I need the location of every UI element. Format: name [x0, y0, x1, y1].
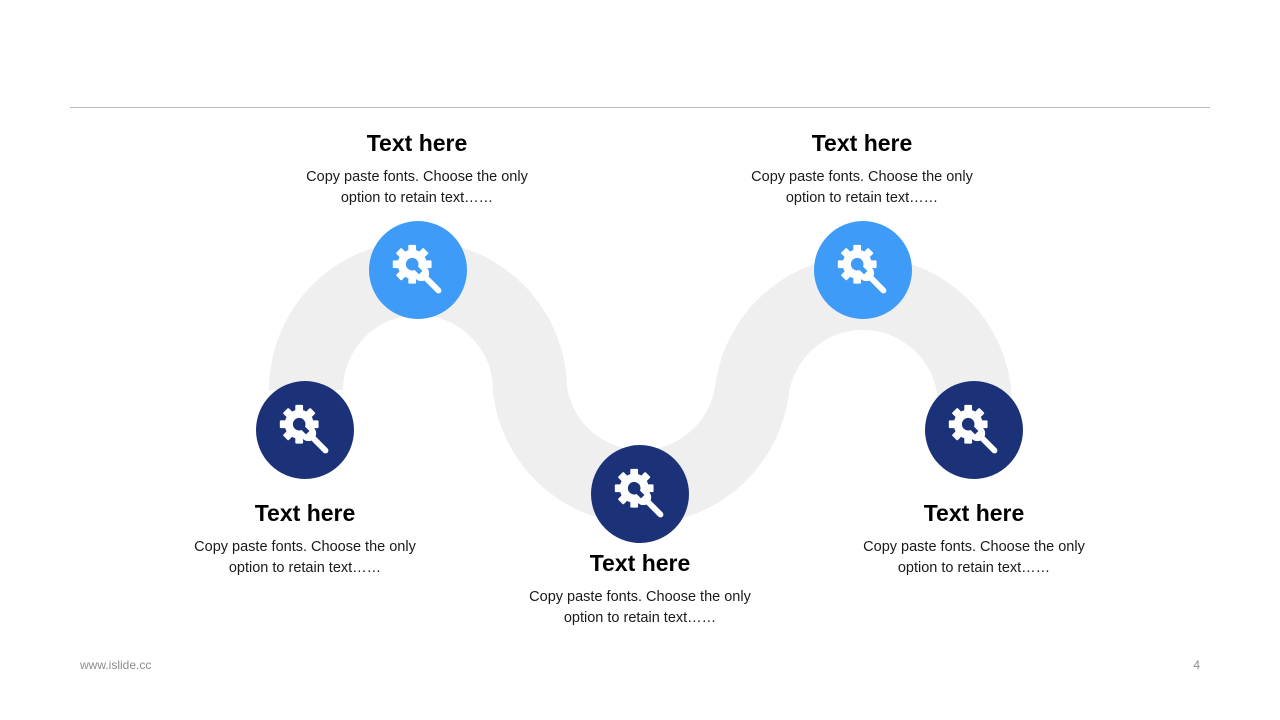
step-2-title: Text here [366, 130, 468, 156]
gear-wrench-icon [279, 404, 331, 456]
step-5-desc-line2: option to retain text…… [897, 560, 1051, 576]
step-1-description: Copy paste fonts. Choose the only option… [175, 537, 435, 579]
step-3-text: Text here Copy paste fonts. Choose the o… [510, 549, 770, 629]
gear-wrench-icon [392, 244, 444, 296]
step-1-title: Text here [254, 500, 356, 526]
step-2-description: Copy paste fonts. Choose the only option… [287, 167, 547, 209]
step-3-description: Copy paste fonts. Choose the only option… [510, 587, 770, 629]
step-3-node[interactable] [591, 445, 689, 543]
page-number: 4 [1193, 658, 1200, 672]
top-divider [70, 107, 1210, 108]
step-4-text: Text here Copy paste fonts. Choose the o… [732, 129, 992, 209]
step-4-title: Text here [811, 130, 913, 156]
step-1-desc-line2: option to retain text…… [228, 560, 382, 576]
step-2-desc-line1: Copy paste fonts. Choose the only [306, 169, 528, 185]
step-3-desc-line2: option to retain text…… [563, 610, 717, 626]
step-1-desc-line1: Copy paste fonts. Choose the only [194, 539, 416, 555]
step-2-desc-line2: option to retain text…… [340, 190, 494, 206]
step-5-text: Text here Copy paste fonts. Choose the o… [844, 499, 1104, 579]
step-1-node[interactable] [256, 381, 354, 479]
step-4-desc-line1: Copy paste fonts. Choose the only [751, 169, 973, 185]
gear-wrench-icon [614, 468, 666, 520]
step-1-text: Text here Copy paste fonts. Choose the o… [175, 499, 435, 579]
footer-url[interactable]: www.islide.cc [80, 658, 152, 672]
gear-wrench-icon [948, 404, 1000, 456]
step-5-desc-line1: Copy paste fonts. Choose the only [863, 539, 1085, 555]
step-4-description: Copy paste fonts. Choose the only option… [732, 167, 992, 209]
step-2-text: Text here Copy paste fonts. Choose the o… [287, 129, 547, 209]
step-3-desc-line1: Copy paste fonts. Choose the only [529, 589, 751, 605]
step-5-description: Copy paste fonts. Choose the only option… [844, 537, 1104, 579]
step-5-title: Text here [923, 500, 1025, 526]
step-4-desc-line2: option to retain text…… [785, 190, 939, 206]
step-2-node[interactable] [369, 221, 467, 319]
step-5-node[interactable] [925, 381, 1023, 479]
gear-wrench-icon [837, 244, 889, 296]
step-4-node[interactable] [814, 221, 912, 319]
step-3-title: Text here [589, 550, 691, 576]
